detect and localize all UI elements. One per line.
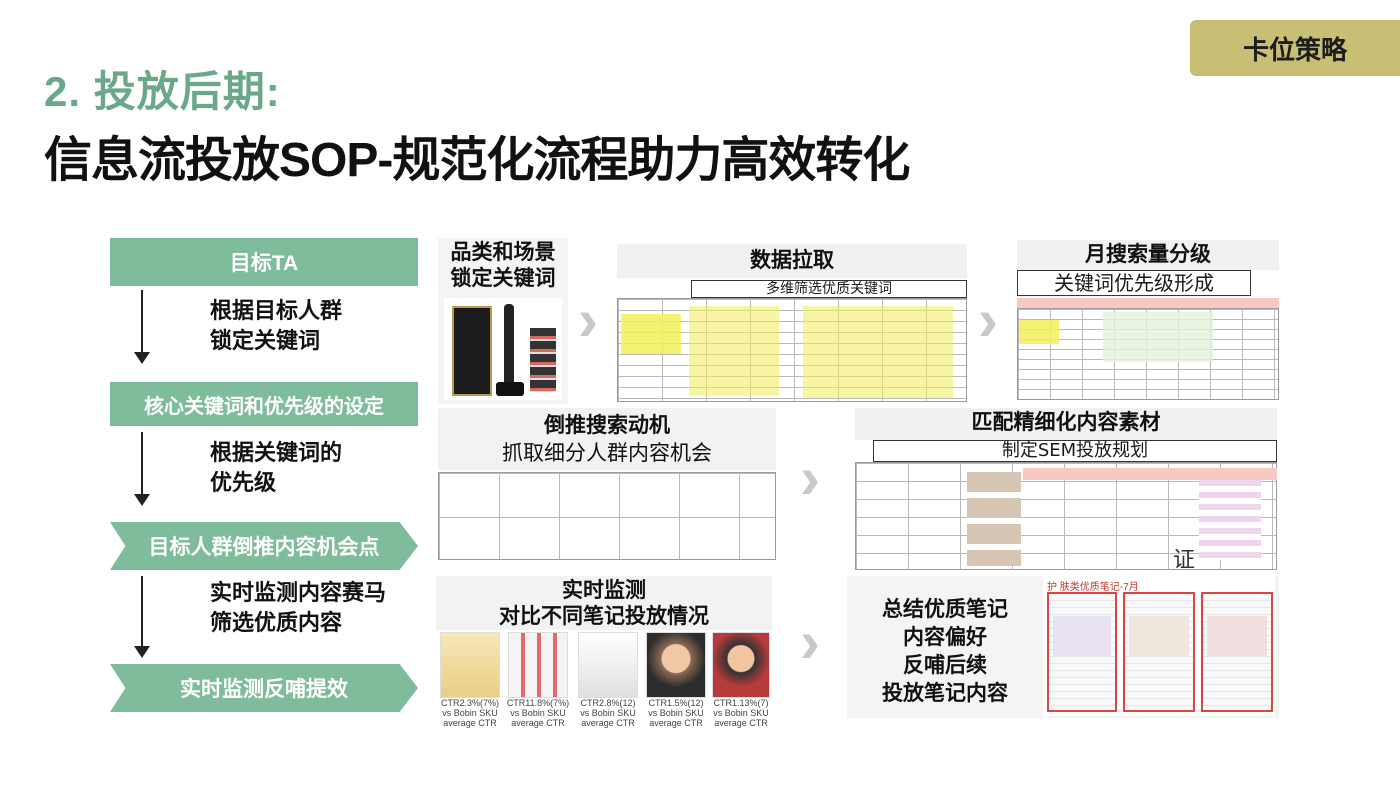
title-line: 总结优质笔记: [882, 598, 1008, 621]
watermark-text: 证: [1173, 548, 1196, 573]
panel-summary: 总结优质笔记 内容偏好 反哺后续 投放笔记内容 护 肤类优质笔记-7月: [847, 576, 1279, 718]
motive-table-image: [438, 472, 776, 560]
strategy-badge: 卡位策略: [1190, 20, 1400, 76]
page-title: 信息流投放SOP-规范化流程助力高效转化: [44, 134, 910, 187]
note-thumbnail: [646, 632, 706, 698]
chevron-right-icon: ›: [800, 444, 820, 511]
table-highlight: [1199, 480, 1261, 560]
monthly-box-title: 关键词优先级形成: [1017, 270, 1251, 296]
note-line: 根据关键词的: [210, 440, 343, 465]
panel-data-pull-title: 数据拉取: [617, 244, 967, 278]
panel-summary-title: 总结优质笔记 内容偏好 反哺后续 投放笔记内容: [847, 596, 1043, 708]
down-arrow-icon: [134, 494, 150, 506]
note-line: 根据目标人群: [210, 298, 343, 323]
panel-match: 匹配精细化内容素材 制定SEM投放规划 证: [855, 408, 1277, 573]
title-line: 内容偏好: [903, 626, 987, 649]
product-thumbs-image: [967, 472, 1021, 566]
step-core-keywords: 核心关键词和优先级的设定: [110, 382, 418, 426]
notes-document-image: 护 肤类优质笔记-7月: [1043, 576, 1275, 716]
chevron-right-icon: ›: [800, 608, 820, 675]
note-thumbnail: [578, 632, 638, 698]
step-realtime-monitor: 实时监测反哺提效: [110, 664, 418, 712]
flow-connector: [141, 290, 143, 352]
panel-match-title: 匹配精细化内容素材: [855, 408, 1277, 440]
panel-reverse: 倒推搜索动机 抓取细分人群内容机会: [438, 408, 776, 560]
flow-note-2: 根据关键词的 优先级: [210, 438, 342, 498]
title-line: 对比不同笔记投放情况: [499, 605, 709, 628]
note-image: [1053, 616, 1111, 656]
panel-monitor-title: 实时监测 对比不同笔记投放情况: [436, 576, 772, 630]
flow-note-3: 实时监测内容赛马 筛选优质内容: [210, 578, 386, 638]
panel-category: 品类和场景 锁定关键词: [438, 238, 568, 404]
note-line: 筛选优质内容: [210, 610, 343, 635]
title-line: 实时监测: [562, 579, 646, 602]
table-highlight: [1103, 312, 1213, 362]
panel-data-pull: 数据拉取 多维筛选优质关键词: [617, 240, 967, 402]
ctr-caption: CTR11.8%(7%) vs Bobin SKU average CTR: [506, 698, 570, 728]
chevron-right-icon: ›: [578, 286, 598, 353]
panel-monitor: 实时监测 对比不同笔记投放情况 CTR2.3%(7%) vs Bobin SKU…: [436, 576, 772, 728]
note-line: 实时监测内容赛马: [210, 580, 387, 605]
ctr-caption: CTR2.3%(7%) vs Bobin SKU average CTR: [440, 698, 499, 728]
flow-connector: [141, 432, 143, 494]
section-subtitle: 2. 投放后期:: [44, 68, 281, 115]
note-thumbnail: [508, 632, 568, 698]
title-line: 反哺后续: [903, 654, 987, 677]
title-line: 投放笔记内容: [882, 682, 1008, 705]
table-header-band: [1023, 468, 1277, 480]
chevron-right-icon: ›: [978, 286, 998, 353]
table-highlight: [803, 306, 953, 398]
panel-reverse-title: 倒推搜索动机 抓取细分人群内容机会: [438, 408, 776, 470]
step-reverse-content: 目标人群倒推内容机会点: [110, 522, 418, 570]
note-line: 优先级: [210, 470, 277, 495]
ctr-caption: CTR1.13%(7) vs Bobin SKU average CTR: [713, 698, 769, 728]
doc-header: 护 肤类优质笔记-7月: [1047, 582, 1139, 593]
match-box-title: 制定SEM投放规划: [873, 440, 1277, 462]
panel-monthly: 月搜索量分级 关键词优先级形成: [1017, 240, 1279, 400]
note-line: 锁定关键词: [210, 328, 321, 353]
note-image: [1207, 616, 1267, 656]
title-line: 锁定关键词: [450, 267, 556, 290]
note-thumbnail: [712, 632, 770, 698]
flow-connector: [141, 576, 143, 646]
ctr-caption: CTR2.8%(12) vs Bobin SKU average CTR: [580, 698, 636, 728]
panel-monthly-title: 月搜索量分级: [1017, 240, 1279, 270]
note-image: [1129, 616, 1189, 656]
ctr-caption: CTR1.5%(12) vs Bobin SKU average CTR: [648, 698, 704, 728]
note-thumbnail: [440, 632, 500, 698]
table-highlight: [689, 306, 779, 396]
razor-product-image: [444, 298, 562, 400]
table-highlight: [621, 314, 681, 354]
title-line: 倒推搜索动机: [544, 414, 670, 437]
table-header-band: [1017, 298, 1279, 308]
step-target-ta: 目标TA: [110, 238, 418, 286]
table-highlight: [1019, 320, 1059, 344]
flow-note-1: 根据目标人群 锁定关键词: [210, 296, 342, 356]
down-arrow-icon: [134, 352, 150, 364]
title-line: 品类和场景: [450, 241, 556, 264]
down-arrow-icon: [134, 646, 150, 658]
data-pull-box-title: 多维筛选优质关键词: [691, 280, 967, 298]
panel-category-title: 品类和场景 锁定关键词: [438, 240, 568, 292]
title-line: 抓取细分人群内容机会: [502, 442, 712, 465]
